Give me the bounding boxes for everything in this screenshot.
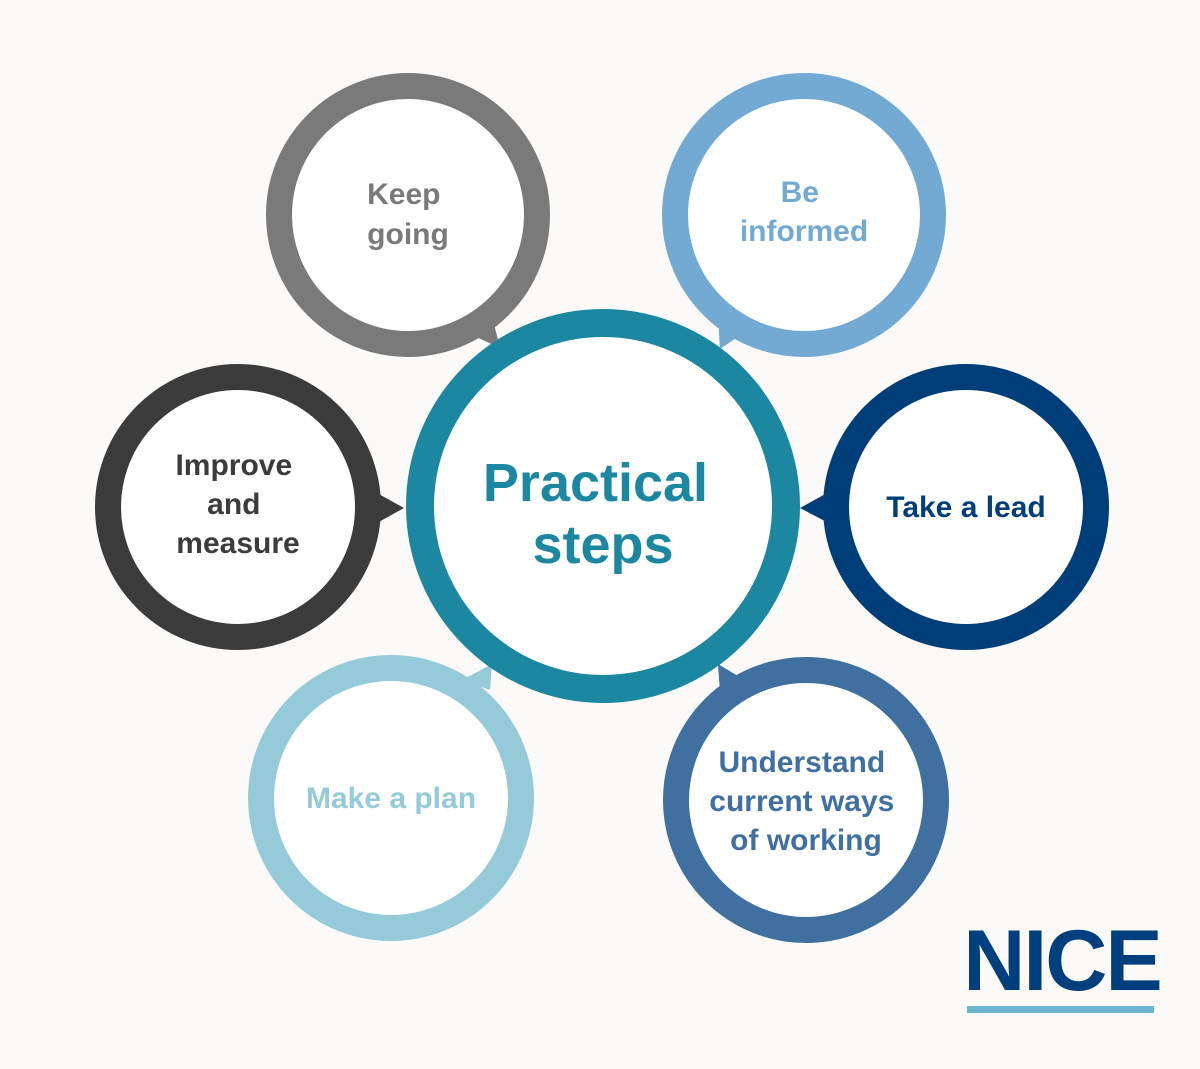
center-title: Practical steps bbox=[483, 453, 723, 575]
center-node: Practical steps bbox=[406, 309, 800, 703]
node-keep-going-pointer bbox=[470, 316, 500, 348]
node-understand-current-ways-ring bbox=[663, 657, 949, 943]
node-make-a-plan-ring bbox=[248, 655, 534, 941]
node-be-informed-pointer bbox=[718, 316, 742, 349]
node-make-a-plan-label: Make a plan bbox=[306, 782, 476, 815]
node-be-informed-label: Be informed bbox=[740, 176, 868, 248]
node-make-a-plan: Make a plan bbox=[248, 655, 534, 941]
nice-logo: NICE bbox=[963, 913, 1163, 1013]
node-understand-current-ways-pointer bbox=[718, 664, 748, 692]
node-take-a-lead-label: Take a lead bbox=[886, 491, 1046, 524]
node-make-a-plan-pointer bbox=[462, 664, 492, 690]
node-take-a-lead: Take a lead bbox=[800, 364, 1109, 650]
node-keep-going: Keep going bbox=[266, 73, 550, 357]
node-keep-going-label: Keep going bbox=[367, 178, 449, 251]
node-improve-and-measure-label: Improve and measure bbox=[175, 449, 300, 560]
node-be-informed-ring bbox=[662, 73, 946, 357]
node-understand-current-ways-label: Understand current ways of working bbox=[709, 746, 902, 857]
node-be-informed: Be informed bbox=[662, 73, 946, 357]
node-take-a-lead-pointer bbox=[800, 487, 838, 528]
node-improve-and-measure: Improve and measure bbox=[95, 364, 404, 650]
center-ring bbox=[406, 309, 800, 703]
nice-logo-underline bbox=[967, 1006, 1154, 1013]
node-improve-and-measure-pointer bbox=[368, 488, 404, 528]
node-understand-current-ways: Understand current ways of working bbox=[663, 657, 949, 943]
nice-logo-text: NICE bbox=[963, 913, 1160, 1009]
node-keep-going-ring bbox=[266, 73, 550, 357]
